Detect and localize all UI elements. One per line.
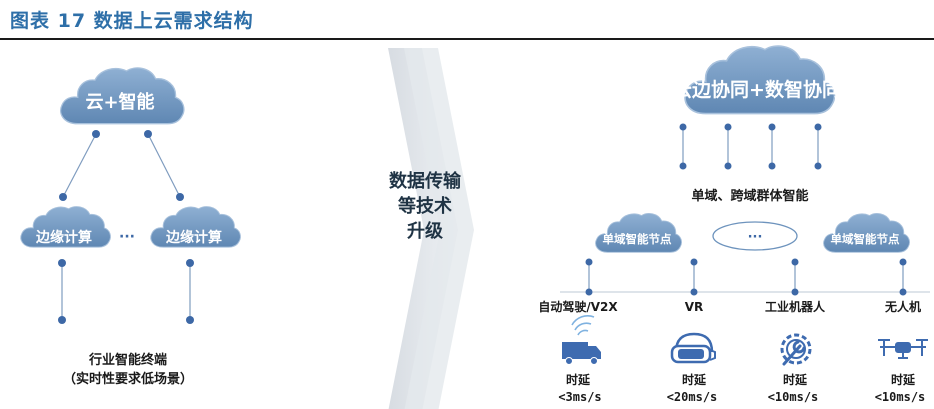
terminal-sublabel: （实时性要求低场景） xyxy=(63,371,193,387)
latency-label-vr: 时延 xyxy=(682,372,707,387)
title-divider xyxy=(0,38,934,40)
figure-title: 图表 17 数据上云需求结构 xyxy=(10,10,254,32)
category-robot-label: 工业机器人 xyxy=(765,299,826,314)
left-panel xyxy=(61,133,191,320)
cloud-ai-label: 云+智能 xyxy=(85,91,154,113)
category-autodrive-label: 自动驾驶/V2X xyxy=(538,299,618,314)
latency-value-drone: <10ms/s xyxy=(875,390,926,404)
center-label-line1: 数据传输 xyxy=(389,170,462,192)
left-ellipsis: ··· xyxy=(119,229,135,245)
right-bus-links xyxy=(588,262,904,292)
latency-value-autodrive: <3ms/s xyxy=(558,390,601,404)
category-drone-label: 无人机 xyxy=(884,299,921,314)
transmission-arrows xyxy=(388,48,474,409)
vr-headset-icon xyxy=(670,332,716,364)
node-cloud-left-label: 单域智能节点 xyxy=(603,232,672,246)
right-bus-nodes xyxy=(585,258,907,296)
category-vr-label: VR xyxy=(685,300,704,314)
group-intelligence-label: 单域、跨域群体智能 xyxy=(691,188,808,204)
edge-cloud-left-label: 边缘计算 xyxy=(35,229,92,246)
right-ellipsis: ··· xyxy=(748,230,763,245)
latency-value-robot: <10ms/s xyxy=(768,390,819,404)
latency-label-robot: 时延 xyxy=(783,372,808,387)
nodes-ellipse xyxy=(712,221,798,251)
right-top-links xyxy=(682,127,819,166)
center-label-line3: 升级 xyxy=(407,220,444,242)
latency-label-autodrive: 时延 xyxy=(566,372,591,387)
node-cloud-right-label: 单域智能节点 xyxy=(831,232,900,246)
wrench-gear-icon xyxy=(780,333,812,366)
latency-value-vr: <20ms/s xyxy=(667,390,718,404)
edge-cloud-right-label: 边缘计算 xyxy=(165,229,222,246)
terminal-label: 行业智能终端 xyxy=(88,352,167,368)
cloud-edge-collab-label: 云边协同+数智协同 xyxy=(673,78,841,101)
center-label-line2: 等技术 xyxy=(398,195,452,217)
right-top-nodes xyxy=(679,123,822,170)
drone-icon xyxy=(878,339,928,359)
truck-icon xyxy=(562,315,601,365)
left-nodes xyxy=(58,130,194,324)
latency-label-drone: 时延 xyxy=(891,372,916,387)
